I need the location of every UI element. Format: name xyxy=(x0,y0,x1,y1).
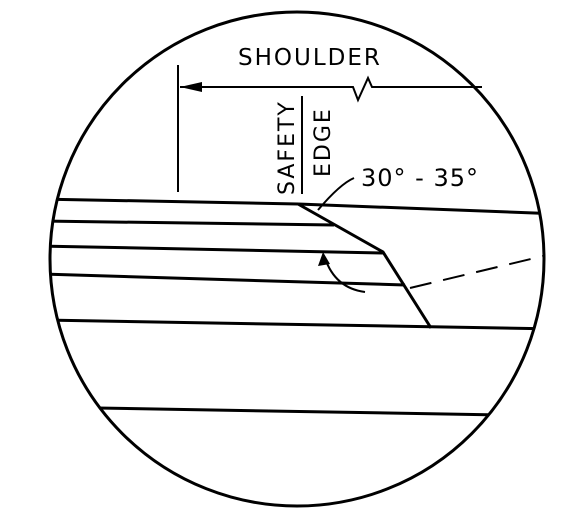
angle-arrowhead-icon xyxy=(318,252,330,266)
subgrade-line xyxy=(50,405,544,418)
edge-label: EDGE xyxy=(311,107,336,177)
shoulder-dimension-line xyxy=(180,75,482,103)
safety-edge-taper xyxy=(297,202,433,329)
shoulder-label: SHOULDER xyxy=(238,45,382,71)
shoulder-arrowhead-icon xyxy=(180,82,202,92)
angle-arc xyxy=(324,257,366,293)
pavement-layer-line-1 xyxy=(50,219,335,227)
pavement-layer-line-2 xyxy=(50,244,384,255)
surface-line-right xyxy=(297,202,544,216)
angle-leader-line xyxy=(317,177,355,211)
detail-circle xyxy=(48,10,546,508)
pavement-layer-line-3 xyxy=(50,272,406,287)
shoulder-slope-dashed-line xyxy=(409,251,544,289)
pavement-layers xyxy=(50,197,544,418)
base-course-line xyxy=(50,318,544,331)
surface-line-left xyxy=(50,197,299,206)
angle-range-label: 30° - 35° xyxy=(361,164,479,192)
safety-label: SAFETY xyxy=(275,100,300,195)
